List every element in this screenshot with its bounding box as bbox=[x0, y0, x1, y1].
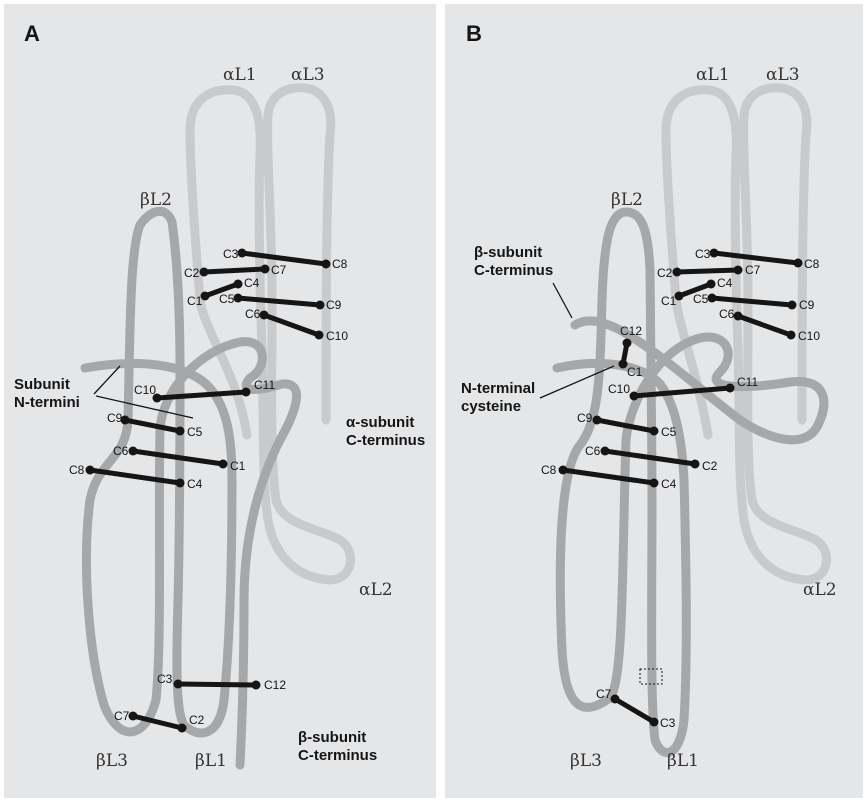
loop-label-al3: αL3 bbox=[291, 65, 325, 85]
bond-label: C7 bbox=[745, 263, 761, 277]
annotation-subunit-n-termini-line1: Subunit bbox=[14, 376, 70, 393]
bond-label: C9 bbox=[577, 411, 593, 425]
bond-label: C3 bbox=[695, 247, 711, 261]
bond-label: C10 bbox=[608, 382, 630, 396]
loop-label-al3: αL3 bbox=[766, 65, 800, 85]
loop-label-bl2: βL2 bbox=[140, 190, 172, 210]
bond-label: C9 bbox=[107, 411, 123, 425]
bond-label: C1 bbox=[627, 365, 643, 379]
bond-label: C11 bbox=[254, 378, 275, 392]
bond-label: C5 bbox=[219, 292, 235, 306]
bond-label: C8 bbox=[541, 463, 557, 477]
bond-label: C8 bbox=[69, 463, 85, 477]
bond-label: C1 bbox=[230, 459, 246, 473]
bond-label: C6 bbox=[113, 444, 129, 458]
loop-label-al2: αL2 bbox=[359, 580, 393, 600]
bond-label: C3 bbox=[223, 247, 239, 261]
bond-label: C9 bbox=[799, 298, 815, 312]
bond-label: C10 bbox=[798, 329, 820, 343]
bond-label: C3 bbox=[660, 716, 676, 730]
bond-label: C1 bbox=[187, 294, 203, 308]
bond-label: C4 bbox=[187, 477, 203, 491]
annotation-alpha-c-terminus-line2: C-terminus bbox=[346, 432, 425, 449]
loop-label-bl1: βL1 bbox=[667, 751, 699, 771]
bond-label: C10 bbox=[134, 383, 156, 397]
bond-label: C1 bbox=[661, 294, 677, 308]
bond-label: C4 bbox=[661, 477, 677, 491]
bond-label: C2 bbox=[657, 266, 673, 280]
bond-label: C8 bbox=[804, 257, 820, 271]
annotation-beta-c-terminus-line1: β-subunit bbox=[298, 729, 366, 746]
bond-label: C4 bbox=[244, 276, 260, 290]
bond-label: C2 bbox=[184, 266, 200, 280]
bond-label: C6 bbox=[585, 444, 601, 458]
loop-label-bl2: βL2 bbox=[611, 190, 643, 210]
bond-label: C5 bbox=[693, 292, 709, 306]
bond-label: C2 bbox=[189, 713, 205, 727]
panel-a-letter: A bbox=[24, 21, 40, 46]
annotation-n-terminal-cysteine-line2: cysteine bbox=[461, 398, 521, 415]
loop-label-bl1: βL1 bbox=[195, 751, 227, 771]
bond-label: C7 bbox=[271, 263, 287, 277]
panel-a: A C3 C8 C2 C7 C1 C4 C5 C9 bbox=[4, 4, 436, 798]
loop-label-al1: αL1 bbox=[696, 65, 730, 85]
loop-label-bl3: βL3 bbox=[570, 751, 602, 771]
bond-label: C9 bbox=[326, 298, 342, 312]
annotation-beta-c-terminus-line2: C-terminus bbox=[298, 747, 377, 764]
bond-label: C5 bbox=[187, 425, 203, 439]
bond-label: C10 bbox=[326, 329, 348, 343]
bond-label: C8 bbox=[332, 257, 348, 271]
annotation-subunit-n-termini-line2: N-termini bbox=[14, 394, 80, 411]
annotation-beta-c-terminus-line2: C-terminus bbox=[474, 262, 553, 279]
bond-label: C6 bbox=[719, 307, 735, 321]
loop-label-bl3: βL3 bbox=[96, 751, 128, 771]
panel-b-letter: B bbox=[466, 21, 482, 46]
loop-label-al1: αL1 bbox=[223, 65, 257, 85]
panel-b: B C3 C8 C2 C7 C1 C4 C5 C9 bbox=[445, 4, 863, 798]
bond-label: C12 bbox=[620, 324, 642, 338]
bond-label: C2 bbox=[702, 459, 718, 473]
bond-label: C6 bbox=[245, 307, 261, 321]
bond-label: C7 bbox=[596, 687, 612, 701]
bond-label: C12 bbox=[264, 678, 286, 692]
bond-label: C11 bbox=[737, 375, 758, 389]
annotation-beta-c-terminus-line1: β-subunit bbox=[474, 244, 542, 261]
annotation-alpha-c-terminus-line1: α-subunit bbox=[346, 414, 414, 431]
bond-label: C4 bbox=[717, 276, 733, 290]
bond-label: C3 bbox=[157, 672, 173, 686]
bond-label: C7 bbox=[114, 709, 130, 723]
bond-label: C5 bbox=[661, 425, 677, 439]
loop-label-al2: αL2 bbox=[803, 580, 837, 600]
annotation-n-terminal-cysteine-line1: N-terminal bbox=[461, 380, 535, 397]
